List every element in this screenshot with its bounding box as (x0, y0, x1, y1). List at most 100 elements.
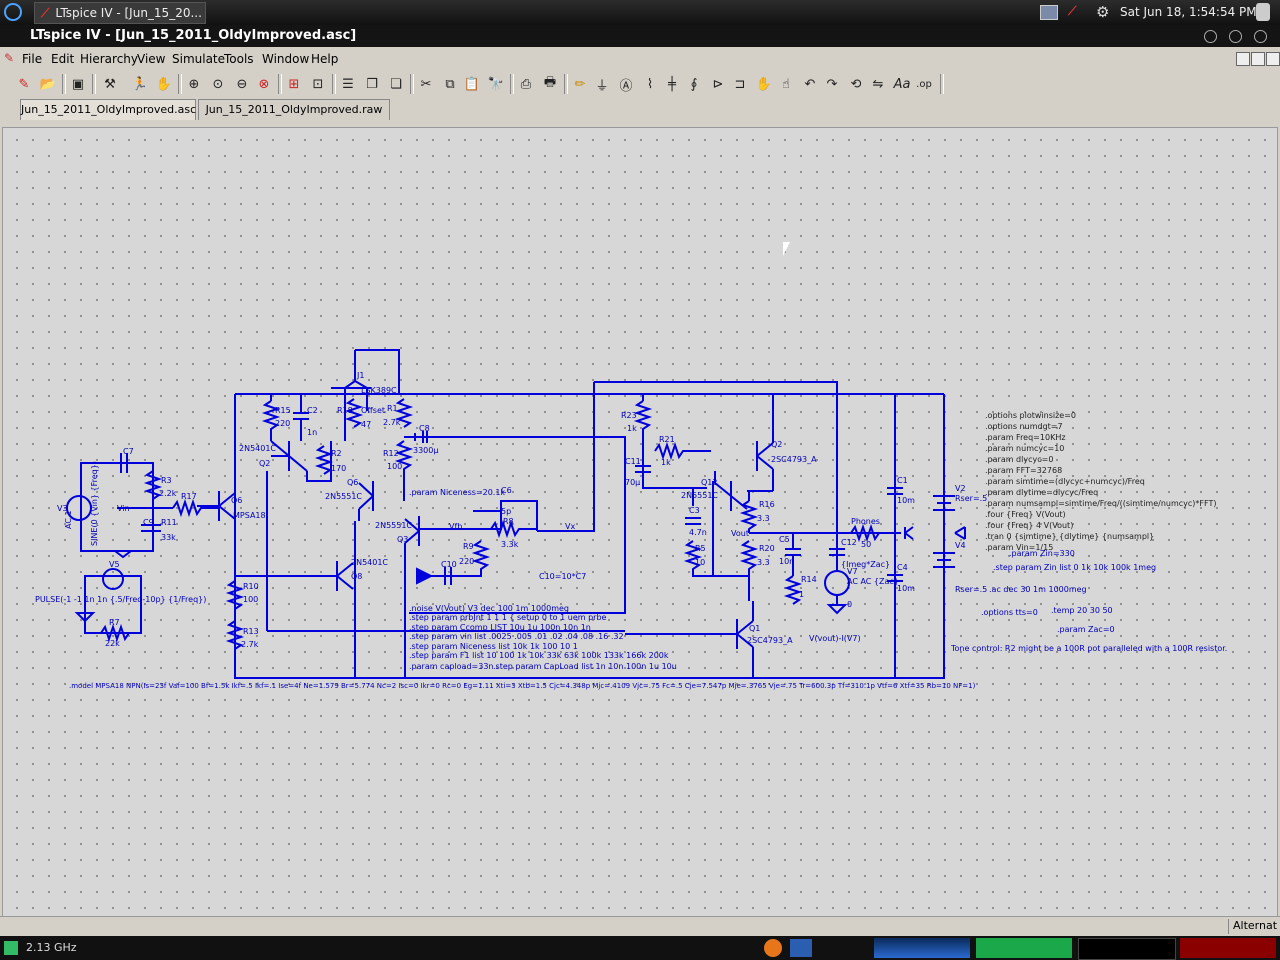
wire (692, 488, 901, 534)
paste-icon[interactable]: 📋 (463, 76, 481, 92)
label-vout: Vout (731, 529, 749, 538)
mdi-close-button[interactable] (1266, 52, 1280, 66)
drag-icon[interactable]: ☝ (782, 76, 790, 92)
app-menu-icon[interactable]: ✎ (4, 51, 15, 65)
capacitor-icon[interactable]: ╪ (668, 76, 676, 92)
find-icon[interactable]: 🔭 (487, 76, 505, 92)
ltspice-task-icon[interactable] (790, 939, 812, 957)
schematic-canvas[interactable]: J1 LSK389C R15 220 C2 1n R18 Offset 47 R… (2, 127, 1278, 917)
undo-icon[interactable]: ↶ (804, 76, 816, 92)
taskbar-window-button[interactable]: ⟋ LTspice IV - [Jun_15_20... (34, 2, 206, 24)
system-menu-icon[interactable] (4, 3, 22, 21)
label-r12v: 100 (387, 462, 402, 471)
zoom-in-icon[interactable]: ⊕ (188, 76, 200, 92)
resistor (683, 540, 749, 577)
directive-line[interactable]: .four {Freq} V(Vout) (985, 510, 1066, 519)
component-icon[interactable]: ⊐ (734, 76, 746, 92)
pan-icon[interactable]: ⊙ (212, 76, 224, 92)
save-icon[interactable]: ▣ (71, 76, 85, 92)
menu-bar: ✎ File Edit Hierarchy View Simulate Tool… (0, 48, 1280, 70)
menu-simulate[interactable]: Simulate (172, 52, 226, 66)
label-c11v: 70µ (625, 478, 640, 487)
resistor-icon[interactable]: ⌇ (646, 76, 654, 92)
menu-edit[interactable]: Edit (51, 52, 75, 66)
label-r3v: 2.2k (159, 489, 177, 498)
network-icon[interactable]: ⚙ (1096, 3, 1110, 21)
resistor (344, 398, 364, 428)
ground-icon[interactable]: ⏚ (595, 78, 609, 94)
redo-icon[interactable]: ↷ (826, 76, 838, 92)
ltspice-tray-icon[interactable]: ⟋ (1068, 4, 1077, 18)
menu-view[interactable]: View (137, 52, 166, 66)
label-r17: R17 (181, 492, 197, 501)
label-c11: C11 (625, 457, 641, 466)
mdi-restore-button[interactable] (1251, 52, 1265, 66)
directive-line[interactable]: .param Vin=1/15 (985, 543, 1053, 552)
trash-icon[interactable] (1256, 3, 1270, 21)
tab-label: Jun_15_2011_OldyImproved.asc (21, 103, 197, 116)
new-schematic-icon[interactable]: ✎ (18, 76, 30, 92)
directive-line[interactable]: .param FFT=32768 (985, 466, 1062, 475)
minimize-window-button[interactable] (1204, 30, 1217, 43)
wire (344, 380, 368, 389)
text-icon[interactable]: Aa (893, 76, 911, 92)
menu-help[interactable]: Help (311, 52, 339, 66)
directive-line[interactable]: .param Freq=10KHz (985, 433, 1066, 442)
inductor-icon[interactable]: ∮ (690, 76, 698, 92)
firefox-icon[interactable] (764, 939, 782, 957)
grid-icon[interactable]: ⊡ (312, 76, 324, 92)
transistor (197, 491, 236, 521)
menu-window[interactable]: Window (262, 52, 310, 66)
print-icon[interactable]: 🖶 (543, 75, 557, 90)
directive-step5: .step param F1 list 10 100 1k 10k 33k 63… (409, 651, 669, 660)
directive-line[interactable]: .options numdgt=7 (985, 422, 1063, 431)
label-q2: Q2 (259, 459, 270, 468)
cascade-icon[interactable]: ❏ (390, 76, 402, 92)
tab-raw[interactable]: Jun_15_2011_OldyImproved.raw (198, 99, 390, 120)
diode-icon[interactable]: ⊳ (712, 76, 724, 92)
tile-horizontal-icon[interactable]: ☰ (342, 76, 354, 92)
directive-line[interactable]: .tran 0 {simtime} {dlytime} {numsampl} (985, 532, 1154, 541)
mdi-minimize-button[interactable] (1236, 52, 1250, 66)
toolbar: ✎ 📂 ▣ ⚒ 🏃 ✋ ⊕ ⊙ ⊖ ⊗ ⊞ ⊡ ☰ ❐ ❏ ✂ ⧉ 📋 🔭 ⎙ … (0, 70, 1280, 99)
close-window-button[interactable] (1254, 30, 1267, 43)
menu-tools[interactable]: Tools (224, 52, 254, 66)
directive-line[interactable]: .four {Freq} 4 V(Vout) (985, 521, 1073, 530)
resistor (431, 540, 491, 577)
capacitor (829, 548, 845, 556)
menu-hierarchy[interactable]: Hierarchy (80, 52, 139, 66)
directive-line[interactable]: .options plotwinsize=0 (985, 411, 1076, 420)
tile-vertical-icon[interactable]: ❐ (366, 76, 378, 92)
directive-line[interactable]: .param dlytime=dlycyc/Freq (985, 488, 1098, 497)
cut-icon[interactable]: ✂ (420, 76, 432, 92)
zoom-out-icon[interactable]: ⊖ (236, 76, 248, 92)
copy-icon[interactable]: ⧉ (445, 76, 455, 92)
directive-line[interactable]: .param numcyc=10 (985, 444, 1064, 453)
mirror-icon[interactable]: ⇋ (872, 76, 884, 92)
tab-schematic[interactable]: Jun_15_2011_OldyImproved.asc (20, 99, 196, 120)
run-icon[interactable]: 🏃 (131, 76, 149, 92)
autorange-icon[interactable]: ⊞ (288, 76, 300, 92)
menu-file[interactable]: File (22, 52, 43, 66)
zoom-fit-icon[interactable]: ⊗ (258, 76, 270, 92)
label-c1v: 10m (897, 496, 915, 505)
halt-icon[interactable]: ✋ (155, 76, 173, 92)
mail-icon[interactable] (1040, 5, 1058, 20)
maximize-window-button[interactable] (1229, 30, 1242, 43)
ground (74, 612, 96, 623)
open-icon[interactable]: 📂 (39, 76, 57, 92)
label-net-icon[interactable]: Ⓐ (619, 78, 633, 94)
move-icon[interactable]: ✋ (755, 76, 773, 92)
directive-line[interactable]: .param numsampl=simtime/Freq/((simtime/n… (985, 499, 1216, 508)
draw-wire-icon[interactable]: ✏ (574, 76, 586, 92)
control-panel-icon[interactable]: ⚒ (104, 76, 116, 92)
label-q3: Q3 (397, 535, 408, 544)
rotate-icon[interactable]: ⟲ (850, 76, 862, 92)
clock[interactable]: Sat Jun 18, 1:54:54 PM (1120, 5, 1257, 19)
wire (747, 490, 773, 501)
spice-directive-icon[interactable]: .op (916, 78, 932, 90)
directive-line[interactable]: .param dlycyc=0 (985, 455, 1053, 464)
schematic-drawing[interactable]: J1 LSK389C R15 220 C2 1n R18 Offset 47 R… (3, 128, 1277, 916)
directive-line[interactable]: .param simtime=(dlycyc+numcyc)/Freq (985, 477, 1145, 486)
print-setup-icon[interactable]: ⎙ (520, 76, 532, 92)
